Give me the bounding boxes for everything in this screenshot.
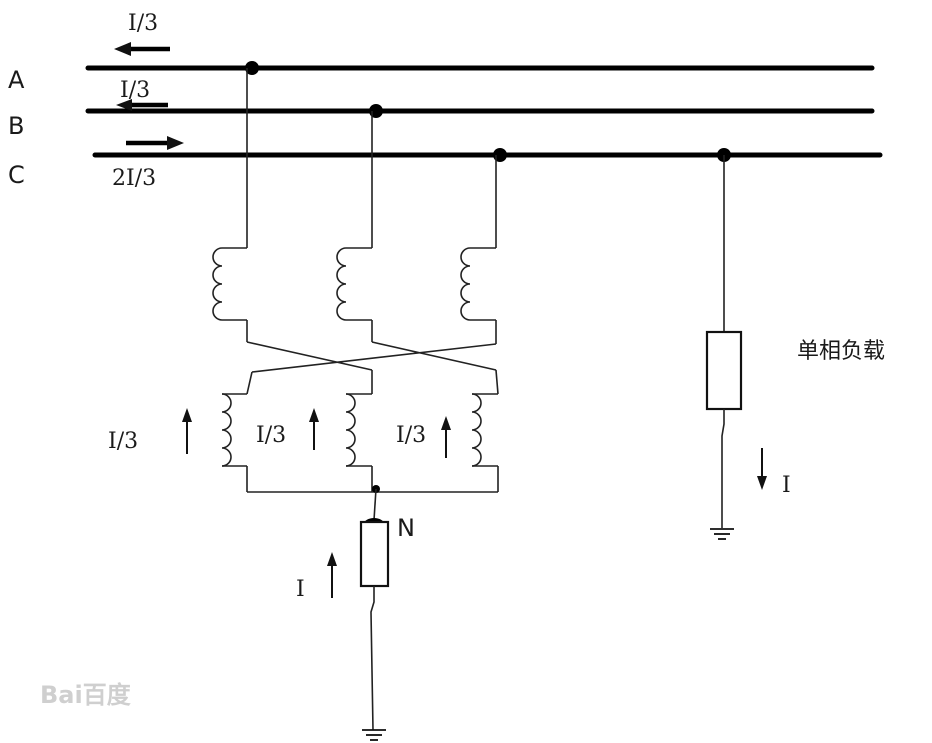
junction-dot-c bbox=[493, 148, 507, 162]
upper-coil-2 bbox=[336, 247, 372, 321]
load-current-arrow bbox=[757, 448, 767, 490]
ground-icon bbox=[362, 729, 386, 741]
junction-dot-b bbox=[369, 104, 383, 118]
neutral-wire-bottom bbox=[370, 586, 375, 731]
load-label: 单相负载 bbox=[797, 339, 885, 364]
load-ground-icon bbox=[710, 528, 734, 540]
winding-current-arrow-2 bbox=[309, 408, 319, 450]
watermark: Bai百度 bbox=[40, 681, 132, 709]
lower-coil-2 bbox=[345, 393, 373, 492]
winding-current-label-2: I/3 bbox=[256, 423, 286, 448]
upper-coil-1 bbox=[212, 247, 247, 321]
lower-coil-1 bbox=[221, 393, 248, 492]
winding-current-label-3: I/3 bbox=[396, 423, 426, 448]
winding-current-arrow-1 bbox=[182, 408, 192, 454]
line-current-label-a: I/3 bbox=[128, 11, 158, 36]
line-current-arrow-b bbox=[116, 99, 168, 111]
upper-coil-3 bbox=[460, 247, 496, 321]
line-current-label-c: 2I/3 bbox=[112, 166, 156, 191]
winding-current-label-1: I/3 bbox=[108, 429, 138, 454]
neutral-current-arrow bbox=[327, 552, 337, 598]
load-current-label: I bbox=[782, 473, 791, 498]
junction-dot-a bbox=[245, 61, 259, 75]
lower-coil-3 bbox=[471, 393, 499, 492]
neutral-label: N bbox=[397, 514, 415, 542]
load-wire-bottom bbox=[721, 409, 725, 528]
line-current-arrow-a bbox=[114, 42, 170, 56]
line-current-arrow-c bbox=[126, 136, 184, 150]
line-current-label-b: I/3 bbox=[120, 78, 150, 103]
winding-current-arrow-3 bbox=[441, 416, 451, 458]
phase-label-a: A bbox=[8, 66, 25, 94]
neutral-resistor-icon bbox=[359, 520, 390, 588]
zigzag-cross-wires bbox=[246, 320, 499, 395]
load-resistor-icon bbox=[705, 330, 743, 411]
phase-label-b: B bbox=[8, 112, 24, 140]
phase-label-c: C bbox=[8, 161, 25, 189]
neutral-current-label: I bbox=[296, 577, 305, 602]
neutral-wire-top bbox=[373, 488, 377, 521]
